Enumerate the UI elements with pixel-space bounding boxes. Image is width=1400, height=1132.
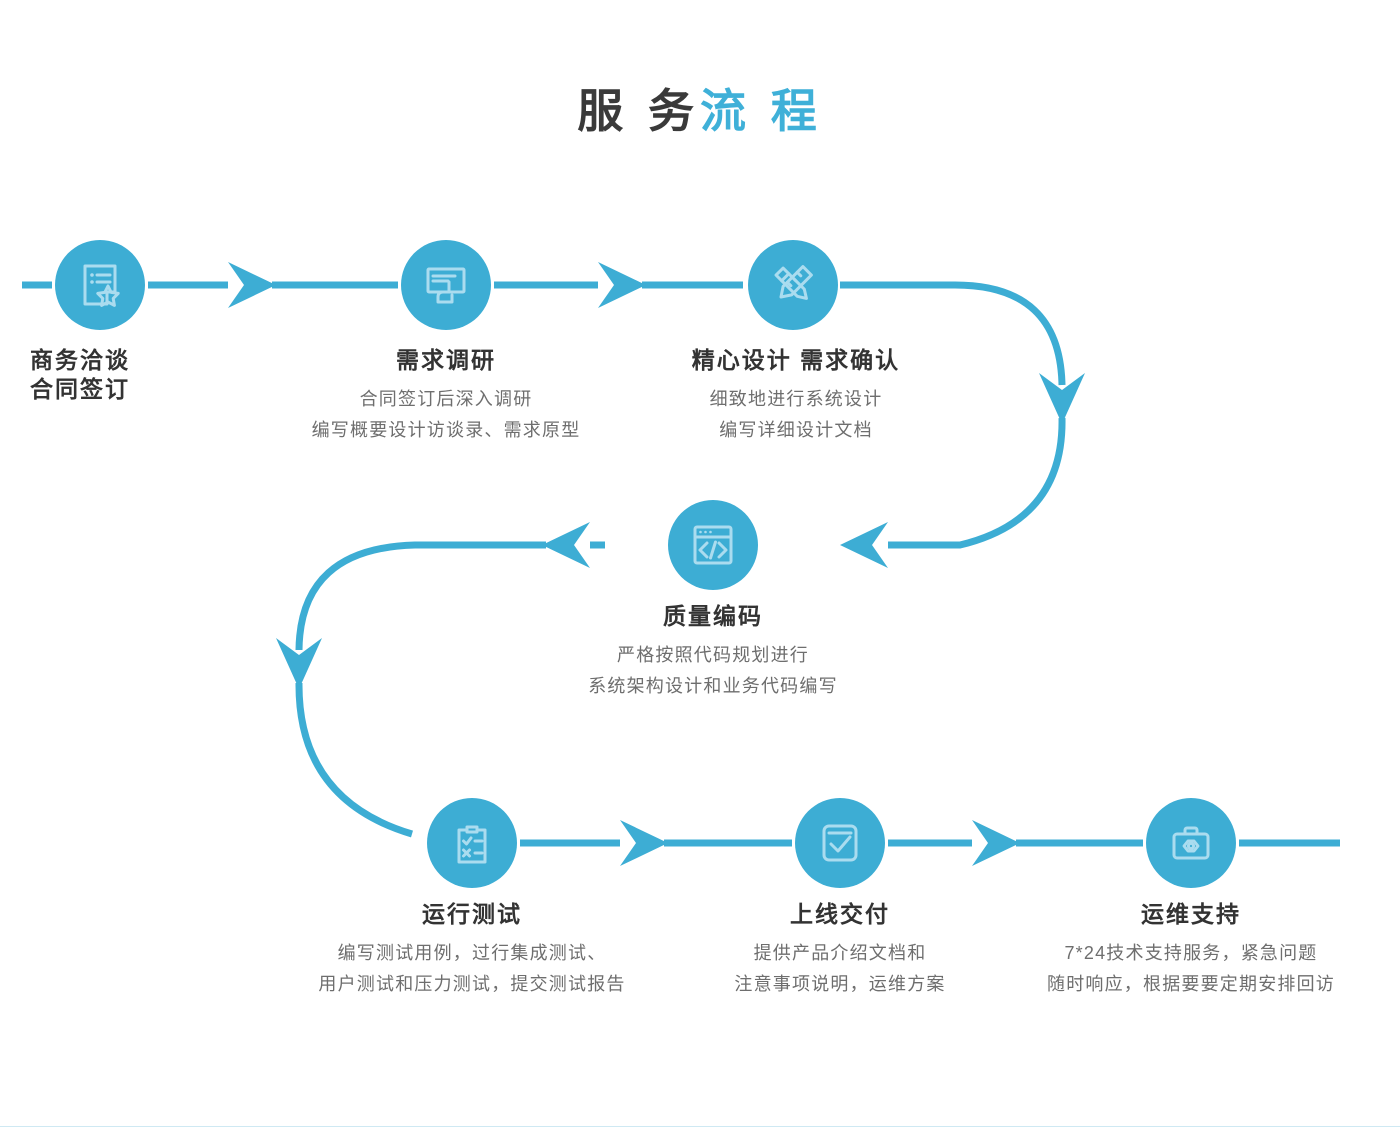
step-heading-line: 需求调研 xyxy=(396,347,496,373)
step-subtitle: 合同签订后深入调研 编写概要设计访谈录、需求原型 xyxy=(246,384,646,446)
arrowhead-coding-left xyxy=(542,522,590,568)
certificate-star-icon xyxy=(75,260,125,310)
connector-4-5-curve2 xyxy=(295,682,414,838)
step-heading: 精心设计 需求确认 xyxy=(596,346,996,375)
step-label: 质量编码 严格按照代码规划进行 系统架构设计和业务代码编写 xyxy=(513,602,913,702)
step-subtitle: 严格按照代码规划进行 系统架构设计和业务代码编写 xyxy=(513,640,913,702)
step-subtitle-line: 编写概要设计访谈录、需求原型 xyxy=(311,419,581,440)
step-heading-line: 精心设计 需求确认 xyxy=(691,347,901,373)
arrowhead-4-into-coding xyxy=(840,522,888,568)
presentation-board-icon xyxy=(421,260,471,310)
toolbox-icon xyxy=(1167,819,1215,867)
step-heading-line: 运维支持 xyxy=(1141,901,1241,927)
step-subtitle-line: 7*24技术支持服务，紧急问题 xyxy=(1064,942,1318,963)
connector-3-4-curve2 xyxy=(888,417,1066,549)
step-heading: 需求调研 xyxy=(246,346,646,375)
step-subtitle-line: 随时响应，根据要要定期安排回访 xyxy=(1047,973,1335,994)
page-title-accent: 流 程 xyxy=(700,85,823,137)
step-heading-line: 商务洽谈 xyxy=(30,347,130,373)
connector-4-5-curve xyxy=(295,541,546,651)
step-subtitle-line: 提供产品介绍文档和 xyxy=(753,942,927,963)
arrowhead-2-3 xyxy=(598,262,646,308)
arrowhead-4-5 xyxy=(276,638,322,689)
step-icon-circle[interactable] xyxy=(668,500,758,590)
step-subtitle-line: 编写详细设计文档 xyxy=(719,419,873,440)
step-subtitle: 编写测试用例，过行集成测试、 用户测试和压力测试，提交测试报告 xyxy=(272,938,672,1000)
bottom-divider xyxy=(0,1126,1400,1127)
step-subtitle-line: 用户测试和压力测试，提交测试报告 xyxy=(318,973,626,994)
step-icon-circle[interactable] xyxy=(1146,798,1236,888)
step-icon-circle[interactable] xyxy=(427,798,517,888)
step-subtitle-line: 细致地进行系统设计 xyxy=(709,388,883,409)
step-label: 精心设计 需求确认 细致地进行系统设计 编写详细设计文档 xyxy=(596,346,996,446)
step-heading-line: 运行测试 xyxy=(422,901,522,927)
step-subtitle: 提供产品介绍文档和 注意事项说明，运维方案 xyxy=(640,938,1040,1000)
step-icon-circle[interactable] xyxy=(55,240,145,330)
step-subtitle-line: 严格按照代码规划进行 xyxy=(617,644,809,665)
step-heading-line: 合同签订 xyxy=(30,375,130,402)
step-heading: 商务洽谈 合同签订 xyxy=(30,346,230,404)
step-icon-circle[interactable] xyxy=(401,240,491,330)
step-subtitle: 细致地进行系统设计 编写详细设计文档 xyxy=(596,384,996,446)
clipboard-checklist-icon xyxy=(448,819,496,867)
page-title-primary: 服 务 xyxy=(577,85,700,137)
step-subtitle-line: 系统架构设计和业务代码编写 xyxy=(588,675,838,696)
step-label: 运维支持 7*24技术支持服务，紧急问题 随时响应，根据要要定期安排回访 xyxy=(991,900,1391,1000)
step-heading: 运维支持 xyxy=(991,900,1391,929)
step-subtitle-line: 合同签订后深入调研 xyxy=(359,388,533,409)
arrowhead-3-4 xyxy=(1039,373,1085,424)
arrowhead-5-6 xyxy=(620,820,668,866)
page-title: 服 务流 程 xyxy=(0,88,1400,134)
step-subtitle-line: 注意事项说明，运维方案 xyxy=(734,973,946,994)
step-icon-circle[interactable] xyxy=(795,798,885,888)
step-label: 需求调研 合同签订后深入调研 编写概要设计访谈录、需求原型 xyxy=(246,346,646,446)
step-subtitle-line: 编写测试用例，过行集成测试、 xyxy=(337,942,607,963)
arrowhead-6-7 xyxy=(972,820,1020,866)
step-heading-line: 上线交付 xyxy=(790,901,890,927)
step-label: 运行测试 编写测试用例，过行集成测试、 用户测试和压力测试，提交测试报告 xyxy=(272,900,672,1000)
checkbox-check-icon xyxy=(817,820,863,866)
step-heading: 上线交付 xyxy=(640,900,1040,929)
step-icon-circle[interactable] xyxy=(748,240,838,330)
code-window-icon xyxy=(689,521,737,569)
step-label: 上线交付 提供产品介绍文档和 注意事项说明，运维方案 xyxy=(640,900,1040,1000)
step-label: 商务洽谈 合同签订 xyxy=(0,346,230,413)
step-heading: 运行测试 xyxy=(272,900,672,929)
arrowhead-1-2 xyxy=(228,262,276,308)
step-heading: 质量编码 xyxy=(513,602,913,631)
connector-3-4-curve xyxy=(840,281,1066,386)
pencil-ruler-icon xyxy=(768,260,818,310)
step-subtitle: 7*24技术支持服务，紧急问题 随时响应，根据要要定期安排回访 xyxy=(991,938,1391,1000)
step-heading-line: 质量编码 xyxy=(663,603,763,629)
